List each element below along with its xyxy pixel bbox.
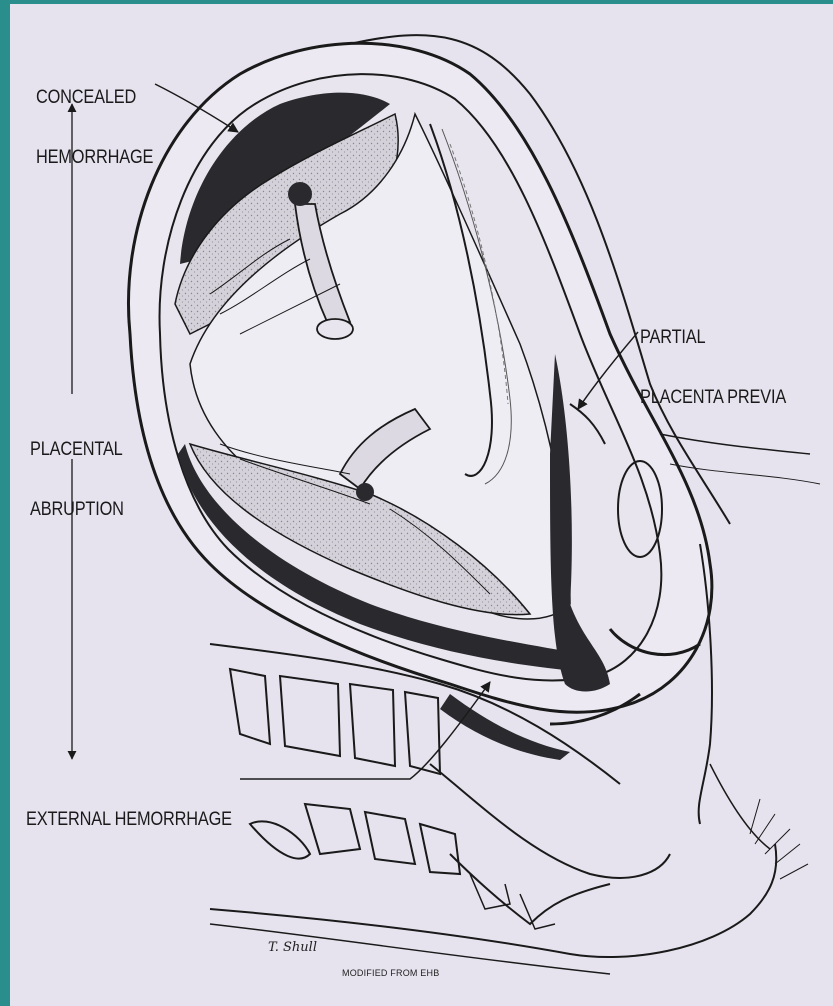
label-partial-placenta-previa: PARTIAL PLACENTA PREVIA (640, 288, 786, 448)
label-placental-abruption: PLACENTAL ABRUPTION (30, 400, 124, 560)
credit-caption: MODIFIED FROM EHB (342, 968, 439, 978)
diagram-slide: CONCEALED HEMORRHAGE PLACENTAL ABRUPTION… (10, 4, 833, 1006)
artist-signature: T. Shull (268, 940, 317, 955)
label-concealed-hemorrhage: CONCEALED HEMORRHAGE (36, 48, 153, 208)
label-external-hemorrhage: EXTERNAL HEMORRHAGE (26, 770, 232, 870)
